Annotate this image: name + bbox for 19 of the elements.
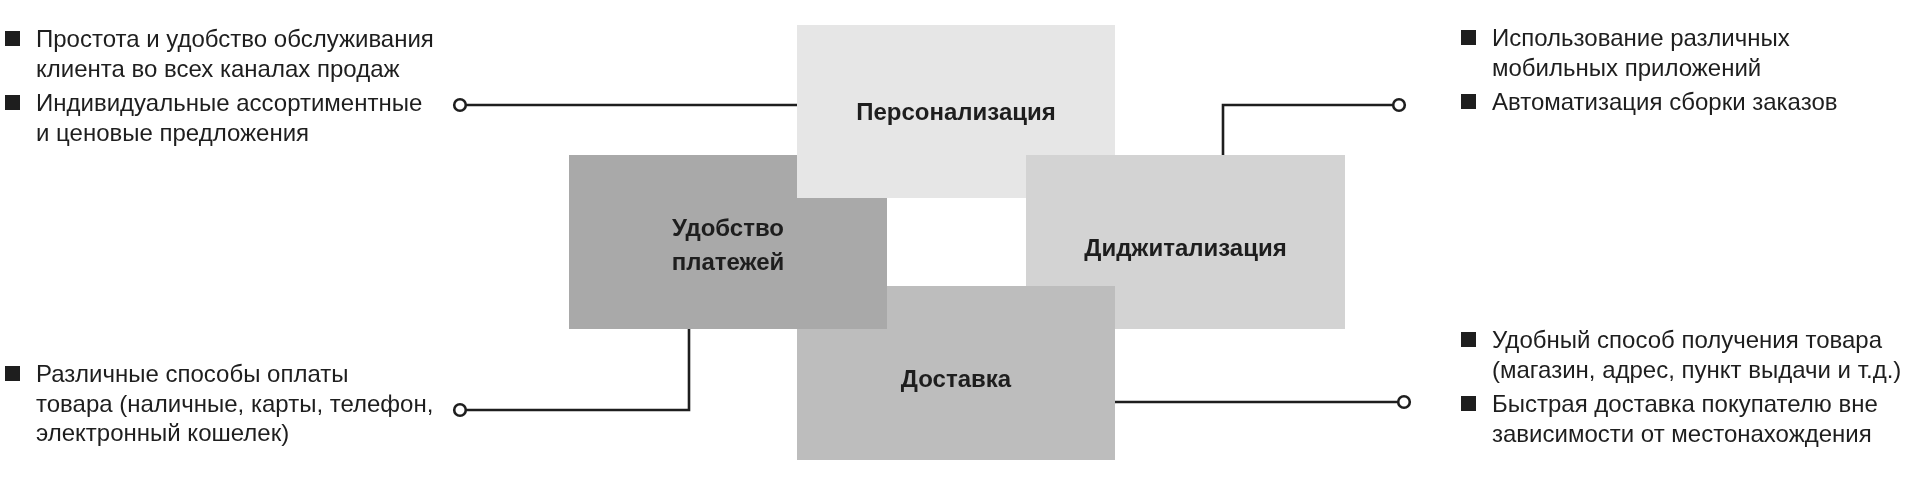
leader-line	[452, 329, 691, 418]
leader-line	[1115, 394, 1412, 410]
leader-line	[452, 97, 797, 113]
category-box	[1026, 155, 1345, 329]
category-title: Персонализация	[856, 96, 1056, 127]
list-item-text: Удобный способ получения товара (магазин, адрес, пункт выдачи и т.д.)	[1492, 325, 1903, 384]
category-box	[797, 25, 1115, 198]
leader-line	[1221, 97, 1407, 155]
list-item-text: Быстрая доставка покупателю вне зависимости от местонахождения	[1492, 389, 1879, 448]
list-item-text: Различные способы оплаты товара (наличные, карты, телефон, электронный кошелек)	[36, 359, 435, 448]
list-item-text: Автоматизация сборки заказов	[1492, 87, 1839, 117]
category-title: Удобство платежей	[670, 213, 786, 277]
category-title: Диджитализация	[1084, 233, 1287, 263]
category-box	[797, 286, 1115, 460]
category-box	[569, 155, 887, 329]
list-item-text: Индивидуальные ассортиментные и ценовые предложения	[36, 88, 424, 147]
category-title: Доставка	[900, 364, 1012, 394]
list-item-text: Простота и удобство обслуживания клиента во всех каналах продаж	[36, 24, 435, 83]
list-item-text: Использование различных мобильных приложений	[1492, 23, 1791, 82]
